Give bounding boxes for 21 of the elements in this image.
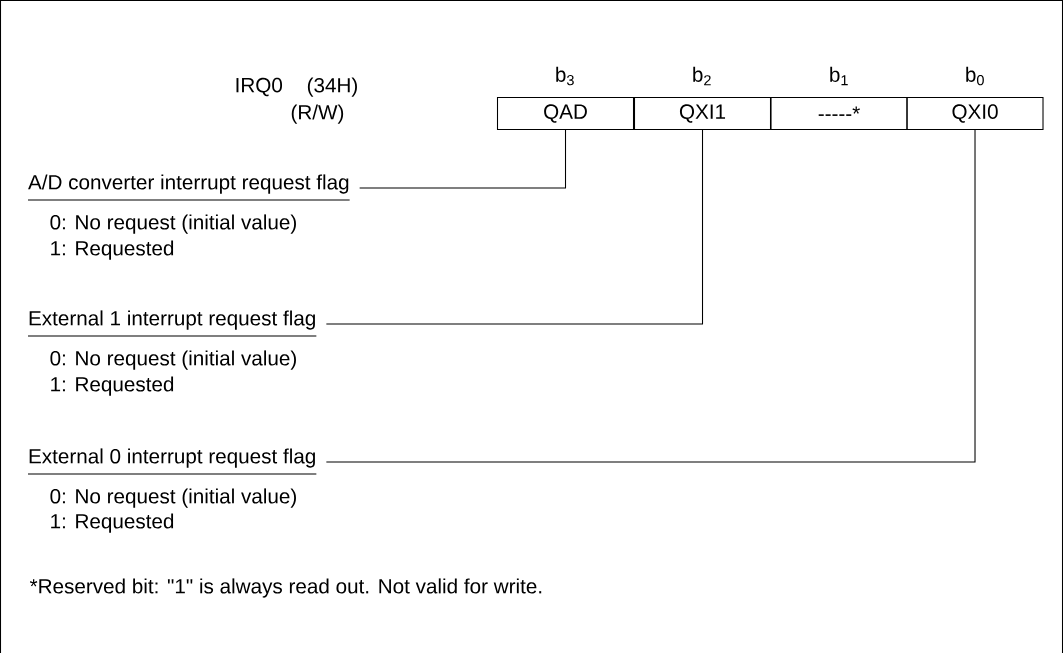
register-address: (34H) (307, 77, 357, 97)
bit-number: b$_{3}$ (556, 66, 574, 86)
register-cell: QXI0 (906, 96, 1044, 131)
register-cell: QXI1 (633, 96, 772, 131)
bit-number: b$_{2}$ (693, 66, 711, 86)
flag-title: External 1 interrupt request flag (27, 310, 317, 337)
register-cell: -----* (770, 96, 908, 131)
register-name: IRQ0 (236, 77, 283, 97)
register-cell: QAD (496, 96, 635, 131)
bit-number: b$_{1}$ (830, 66, 848, 86)
leader-line (325, 129, 976, 463)
flag-title: A/D converter interrupt request flag (27, 174, 351, 201)
access-type: (R/W) (291, 104, 344, 124)
value-description: 1: Requested (51, 513, 174, 533)
leader-line (359, 129, 567, 189)
value-description: 1: Requested (51, 376, 174, 396)
flag-title: External 0 interrupt request flag (27, 448, 317, 475)
footnote: *Reserved bit: "1" is always read out. Not valid for write. (29, 578, 542, 598)
leader-line (325, 129, 704, 325)
value-description: 1: Requested (51, 240, 174, 260)
bit-number: b$_{0}$ (966, 66, 984, 86)
